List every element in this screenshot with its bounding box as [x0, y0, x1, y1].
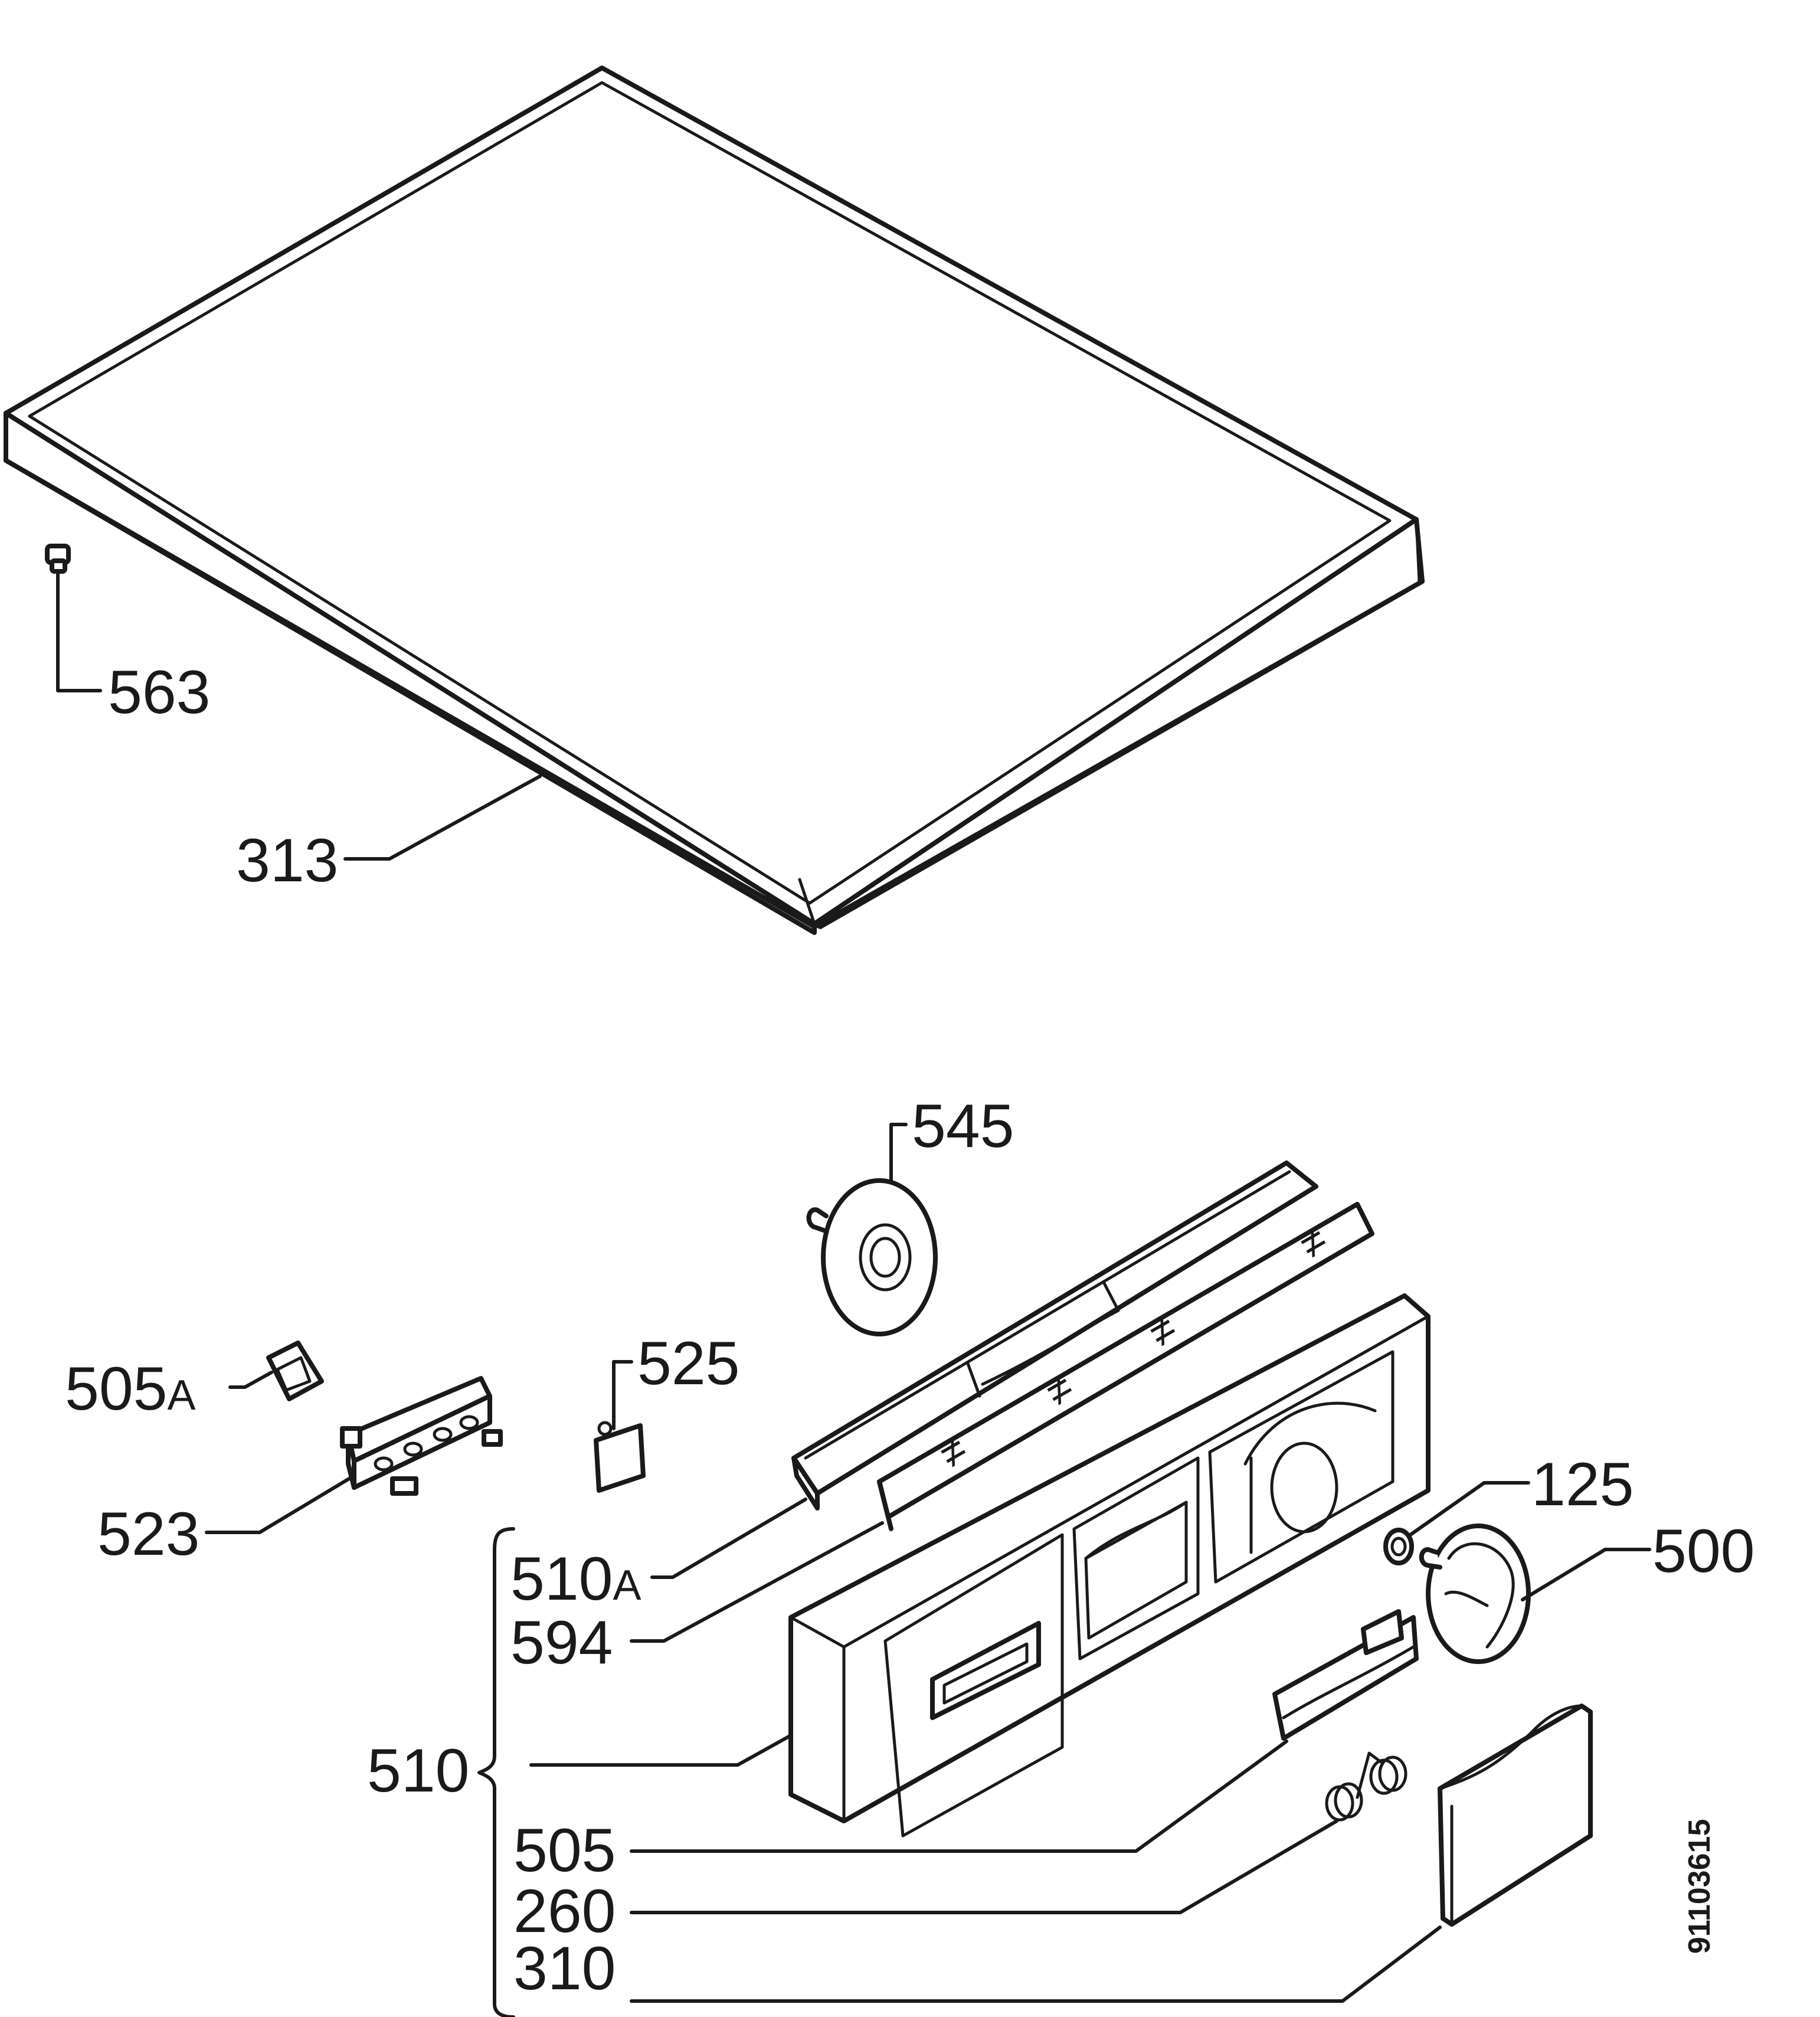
bracket-510	[477, 1527, 515, 2017]
clip-part-505A	[266, 1341, 324, 1401]
plug-part-563	[45, 544, 71, 574]
callout-563: 563	[108, 658, 211, 727]
callout-505A-number: 505	[65, 1355, 168, 1423]
leader-310	[630, 1926, 1442, 2003]
callout-505A: 505A	[65, 1355, 196, 1423]
leader-505	[630, 1740, 1288, 1853]
callout-313: 313	[236, 826, 339, 895]
spring-part-260	[1325, 1751, 1407, 1822]
drawing-number: 91103615	[1682, 1819, 1717, 1954]
leader-505A	[228, 1371, 273, 1389]
leader-510	[529, 1734, 793, 1767]
switch-block-523	[340, 1376, 503, 1496]
drawer-handle-505	[1272, 1609, 1419, 1741]
control-panel-510	[788, 1293, 1431, 1838]
drawer-flap-310	[1438, 1704, 1593, 1927]
callout-500: 500	[1652, 1517, 1755, 1586]
indicator-part-525	[594, 1421, 646, 1493]
callout-510A: 510A	[510, 1545, 641, 1613]
callout-505A-suffix: A	[168, 1372, 196, 1419]
callout-260: 260	[513, 1877, 616, 1946]
leader-260	[630, 1819, 1338, 1914]
callout-545: 545	[912, 1092, 1014, 1160]
callout-523: 523	[97, 1500, 200, 1568]
leader-313	[343, 774, 542, 861]
leader-125	[1409, 1481, 1530, 1537]
worktop-cover-part	[4, 66, 1425, 935]
trim-strip-594: ≠ ≠ ≠ ≠	[877, 1202, 1374, 1531]
leader-lines	[56, 571, 1651, 2017]
callout-310: 310	[513, 1934, 616, 2003]
callout-125: 125	[1531, 1450, 1634, 1519]
leader-500	[1521, 1548, 1651, 1601]
callout-510A-suffix: A	[613, 1562, 641, 1609]
trim-strip-510A	[791, 1160, 1318, 1511]
callout-505: 505	[513, 1816, 616, 1885]
leader-545	[889, 1123, 908, 1182]
leader-563	[56, 571, 102, 692]
knob-part-545	[806, 1178, 938, 1336]
callout-510: 510	[367, 1737, 470, 1805]
leader-510A	[650, 1498, 807, 1579]
callout-labels: 563 313 545 505A 525 523 510A 594 125 50…	[65, 658, 1755, 2003]
callout-525: 525	[637, 1329, 740, 1398]
leader-523	[205, 1474, 356, 1534]
callout-594: 594	[510, 1609, 613, 1677]
callout-510A-number: 510	[510, 1545, 613, 1613]
leader-525	[612, 1360, 633, 1430]
selector-knob-500	[1419, 1524, 1531, 1664]
nut-part-125	[1383, 1528, 1414, 1565]
leader-594	[630, 1521, 884, 1643]
